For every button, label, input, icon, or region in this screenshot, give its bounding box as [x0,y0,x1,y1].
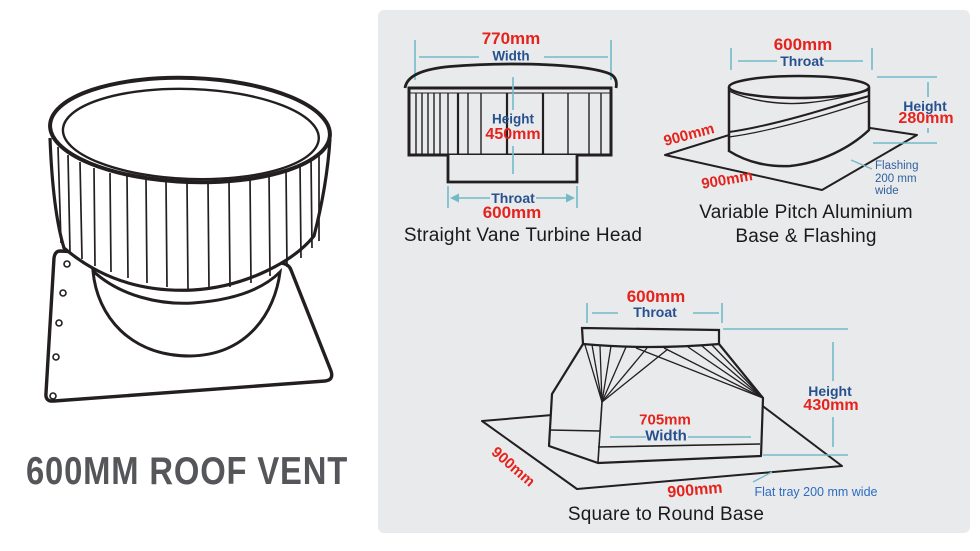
turbine-width-value: 770mm [481,29,541,48]
flashing-caption-line2: Base & Flashing [735,226,877,247]
flashing-note: Flashing 200 mm wide [875,160,918,198]
turbine-throat-value: 600mm [482,203,542,222]
flashing-note-line3: wide [875,185,899,197]
square-throat-value: 600mm [626,287,686,306]
flashing-note-line2: 200 mm [875,172,917,185]
base-flashing-drawing [664,48,937,191]
square-height-label: Height [808,383,852,399]
square-width-label: Width [645,427,687,445]
square-caption: Square to Round Base [567,504,765,525]
turbine-height-value: 450mm [485,126,541,143]
flashing-height-value: 280mm [898,110,954,127]
roof-vent-illustration [44,75,334,403]
square-throat-label: Throat [633,304,677,320]
square-height-value: 430mm [803,397,859,414]
turbine-width-label: Width [492,48,530,64]
turbine-height-label: Height [492,111,534,127]
square-base-drawing [481,303,848,490]
square-tray-note: Flat tray 200 mm wide [754,485,878,499]
flashing-height-label: Height [903,98,947,114]
turbine-head-drawing [403,40,618,208]
flashing-throat-value: 600mm [773,35,833,54]
turbine-caption: Straight Vane Turbine Head [403,225,643,246]
flashing-throat-label: Throat [780,53,824,69]
flashing-caption-line1: Variable Pitch Aluminium [699,202,913,223]
flashing-note-line1: Flashing [875,160,919,172]
product-title: 600MM ROOF VENT [26,450,349,493]
turbine-throat-label: Throat [491,190,535,206]
square-width-value: 705mm [639,411,691,429]
